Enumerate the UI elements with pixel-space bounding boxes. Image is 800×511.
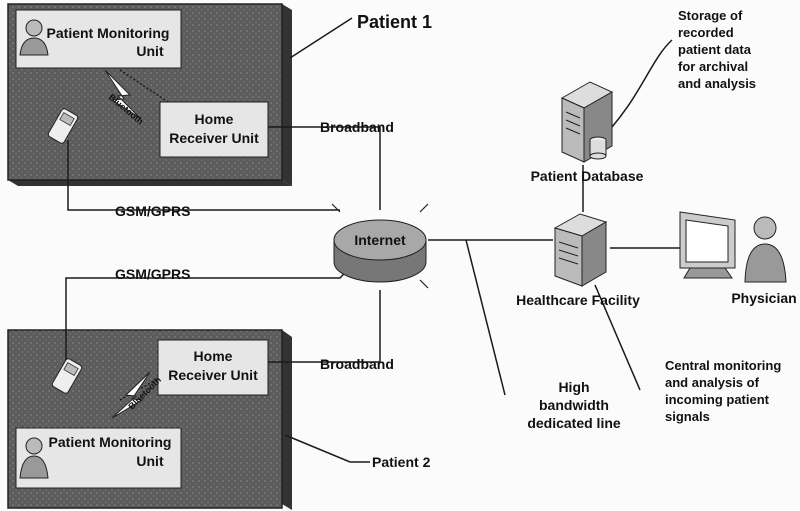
central-note-line: signals xyxy=(665,409,710,424)
storage-note: Storage of recorded patient data for arc… xyxy=(678,8,756,91)
patient2-receiver-unit: Home Receiver Unit xyxy=(158,340,268,395)
patient2-leader xyxy=(285,435,370,462)
patient-database-label: Patient Database xyxy=(531,168,644,184)
patient2-label: Patient 2 xyxy=(372,454,431,470)
healthcare-server-icon xyxy=(555,214,606,286)
monitor-icon xyxy=(680,212,735,278)
patient2-monitoring-unit: Patient Monitoring Unit xyxy=(16,428,181,488)
patient1-label: Patient 1 xyxy=(357,12,432,32)
healthcare-facility-label: Healthcare Facility xyxy=(516,292,640,308)
dedicated-note-line: bandwidth xyxy=(539,397,609,413)
dedicated-leader xyxy=(466,240,505,395)
dedicated-note-line: dedicated line xyxy=(527,415,621,431)
storage-note-line: for archival xyxy=(678,59,748,74)
physician-avatar-icon xyxy=(745,217,786,282)
central-note-line: Central monitoring xyxy=(665,358,781,373)
dedicated-note-line: High xyxy=(558,379,589,395)
storage-note-line: patient data xyxy=(678,42,752,57)
patient1-leader xyxy=(290,18,352,58)
hru2-label-line1: Home xyxy=(194,348,233,364)
broadband-label-2: Broadband xyxy=(320,356,394,372)
dedicated-line-note: High bandwidth dedicated line xyxy=(527,379,621,431)
hru1-label-line1: Home xyxy=(195,111,234,127)
broadband-label-1: Broadband xyxy=(320,119,394,135)
physician-label: Physician xyxy=(731,290,796,306)
central-note-line: incoming patient xyxy=(665,392,770,407)
storage-note-line: and analysis xyxy=(678,76,756,91)
pmu2-label-line1: Patient Monitoring xyxy=(49,434,172,450)
pmu1-label-line2: Unit xyxy=(136,43,164,59)
internet-label: Internet xyxy=(354,232,406,248)
storage-note-line: recorded xyxy=(678,25,734,40)
hru1-label-line2: Receiver Unit xyxy=(169,130,259,146)
patient1-receiver-unit: Home Receiver Unit xyxy=(160,102,268,157)
pmu2-label-line2: Unit xyxy=(136,453,164,469)
gsm-label-1: GSM/GPRS xyxy=(115,203,190,219)
pmu1-label-line1: Patient Monitoring xyxy=(47,25,170,41)
storage-note-line: Storage of xyxy=(678,8,743,23)
central-note-line: and analysis of xyxy=(665,375,760,390)
central-monitoring-note: Central monitoring and analysis of incom… xyxy=(665,358,781,424)
database-server-icon xyxy=(562,82,612,162)
hru2-label-line2: Receiver Unit xyxy=(168,367,258,383)
patient1-monitoring-unit: Patient Monitoring Unit xyxy=(16,10,181,68)
gsm-label-2: GSM/GPRS xyxy=(115,266,190,282)
